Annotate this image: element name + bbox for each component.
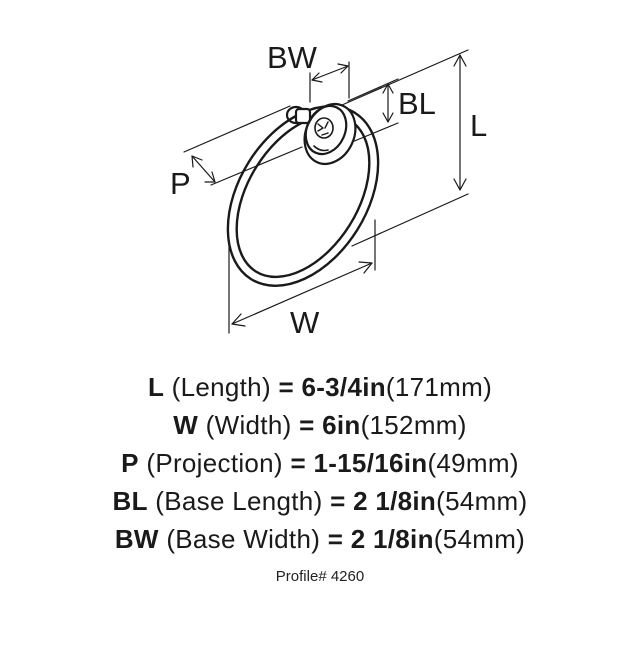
- spec-name: (Base Width): [166, 524, 321, 554]
- spec-name: (Length): [171, 372, 271, 402]
- spec-length: L (Length) = 6-3/4in(171mm): [0, 368, 640, 406]
- spec-equals: =: [278, 372, 294, 402]
- spec-abbr: L: [147, 372, 165, 402]
- label-bw: BW: [267, 40, 318, 75]
- spec-value: 6-3/4in: [301, 372, 386, 402]
- base-plate: [303, 103, 357, 165]
- spec-value: 1-15/16in: [313, 448, 428, 478]
- dimension-lines: [183, 49, 469, 334]
- towel-ring-drawing: BW BL L P W: [170, 40, 487, 340]
- spec-projection: P (Projection) = 1-15/16in(49mm): [0, 444, 640, 482]
- ring-connector: [285, 105, 312, 125]
- spec-abbr: BW: [114, 524, 159, 554]
- spec-equals: =: [327, 524, 344, 554]
- label-bl: BL: [398, 86, 436, 121]
- spec-metric: (171mm): [385, 372, 493, 402]
- spec-abbr: P: [121, 448, 139, 478]
- label-l: L: [470, 108, 487, 143]
- spec-abbr: BL: [112, 486, 148, 516]
- spec-equals: =: [290, 448, 306, 478]
- spec-equals: =: [330, 486, 346, 516]
- spec-name: (Base Length): [155, 486, 323, 516]
- spec-abbr: W: [173, 410, 199, 440]
- spec-metric: (152mm): [360, 410, 467, 440]
- label-p: P: [170, 166, 191, 201]
- spec-base-length: BL (Base Length) = 2 1/8in(54mm): [0, 482, 640, 520]
- specifications-list: L (Length) = 6-3/4in(171mm) W (Width) = …: [0, 368, 640, 558]
- spec-metric: (49mm): [427, 448, 519, 478]
- spec-base-width: BW (Base Width) = 2 1/8in(54mm): [0, 520, 640, 558]
- spec-value: 6in: [322, 410, 361, 440]
- profile-number: Profile# 4260: [275, 568, 365, 585]
- spec-metric: (54mm): [436, 486, 528, 516]
- spec-name: (Width): [205, 410, 292, 440]
- spec-equals: =: [299, 410, 315, 440]
- spec-name: (Projection): [146, 448, 283, 478]
- spec-value: 2 1/8in: [353, 486, 437, 516]
- spec-width: W (Width) = 6in(152mm): [0, 406, 640, 444]
- label-w: W: [290, 305, 320, 340]
- spec-metric: (54mm): [433, 524, 526, 554]
- spec-value: 2 1/8in: [350, 524, 434, 554]
